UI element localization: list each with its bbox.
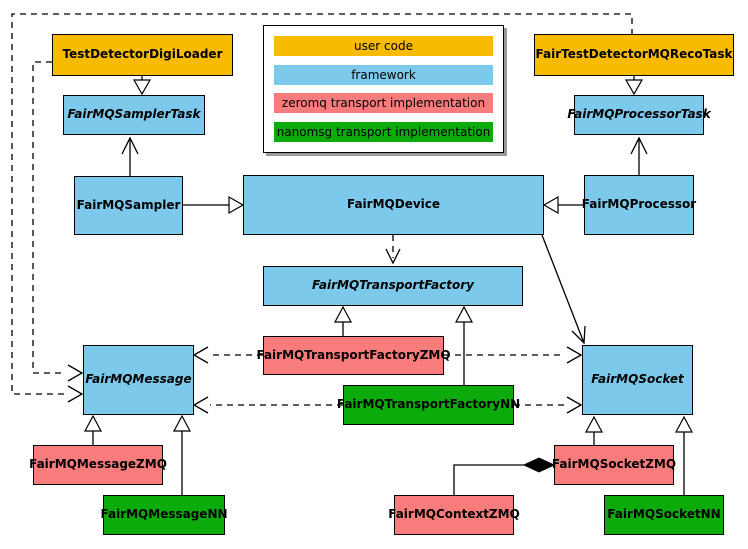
- node-fairmqtransportfactorynn: FairMQTransportFactoryNN: [337, 385, 520, 425]
- edge-tfzmq-transportfactory: [334, 305, 352, 336]
- legend-item-user-code: user code: [274, 36, 493, 57]
- node-fairmqsocketzmq: FairMQSocketZMQ: [552, 445, 676, 485]
- edge-tfnn-transportfactory: [455, 305, 473, 385]
- edge-processor-device: [542, 195, 584, 215]
- edge-tfzmq-message: [192, 346, 263, 364]
- node-fairmqcontextzmq: FairMQContextZMQ: [388, 495, 520, 535]
- node-fairtestdetectormqrecotask: FairTestDetectorMQRecoTask: [534, 34, 734, 76]
- node-fairmqsamplertask: FairMQSamplerTask: [63, 95, 205, 135]
- legend-item-nanomsg: nanomsg transport implementation: [274, 121, 493, 142]
- legend: user code framework zeromq transport imp…: [263, 25, 504, 153]
- node-fairmqprocessor: FairMQProcessor: [582, 175, 696, 235]
- legend-item-framework: framework: [274, 64, 493, 85]
- edge-contextzmq-socketzmq: [453, 457, 556, 495]
- edge-digiloader-message: [32, 61, 84, 382]
- legend-item-zeromq: zeromq transport implementation: [274, 93, 493, 114]
- edge-messagenn-message: [173, 414, 191, 495]
- node-fairmqdevice: FairMQDevice: [243, 175, 544, 235]
- edge-recotask-message: [11, 13, 633, 403]
- edge-sampler-device: [183, 195, 245, 215]
- node-fairmqprocessortask: FairMQProcessorTask: [567, 95, 711, 135]
- edge-tfzmq-socket: [444, 346, 583, 364]
- node-fairmqtransportfactoryzmq: FairMQTransportFactoryZMQ: [256, 336, 451, 375]
- node-testdetectordigiloader: TestDetectorDigiLoader: [52, 34, 233, 76]
- edge-processor-processortask: [630, 136, 648, 176]
- node-fairmqsampler: FairMQSampler: [74, 176, 183, 235]
- edge-messagezmq-message: [84, 414, 102, 445]
- edge-recotask-processortask: [624, 76, 644, 96]
- node-fairmqsocket: FairMQSocket: [582, 345, 693, 415]
- edge-tfnn-socket: [514, 396, 583, 414]
- edge-device-transportfactory: [385, 235, 401, 265]
- edge-sampler-samplertask: [121, 136, 139, 176]
- edge-socketzmq-socket: [585, 415, 603, 445]
- node-fairmqsocketnn: FairMQSocketNN: [604, 495, 724, 535]
- edge-tfnn-message: [192, 396, 343, 414]
- node-fairmqmessagezmq: FairMQMessageZMQ: [29, 445, 167, 485]
- edge-device-socket: [541, 234, 586, 345]
- node-fairmqmessage: FairMQMessage: [83, 345, 194, 415]
- node-fairmqtransportfactory: FairMQTransportFactory: [263, 266, 523, 306]
- edge-digiloader-samplertask: [132, 76, 152, 96]
- node-fairmqmessagenn: FairMQMessageNN: [100, 495, 228, 535]
- edge-socketnn-socket: [675, 415, 693, 495]
